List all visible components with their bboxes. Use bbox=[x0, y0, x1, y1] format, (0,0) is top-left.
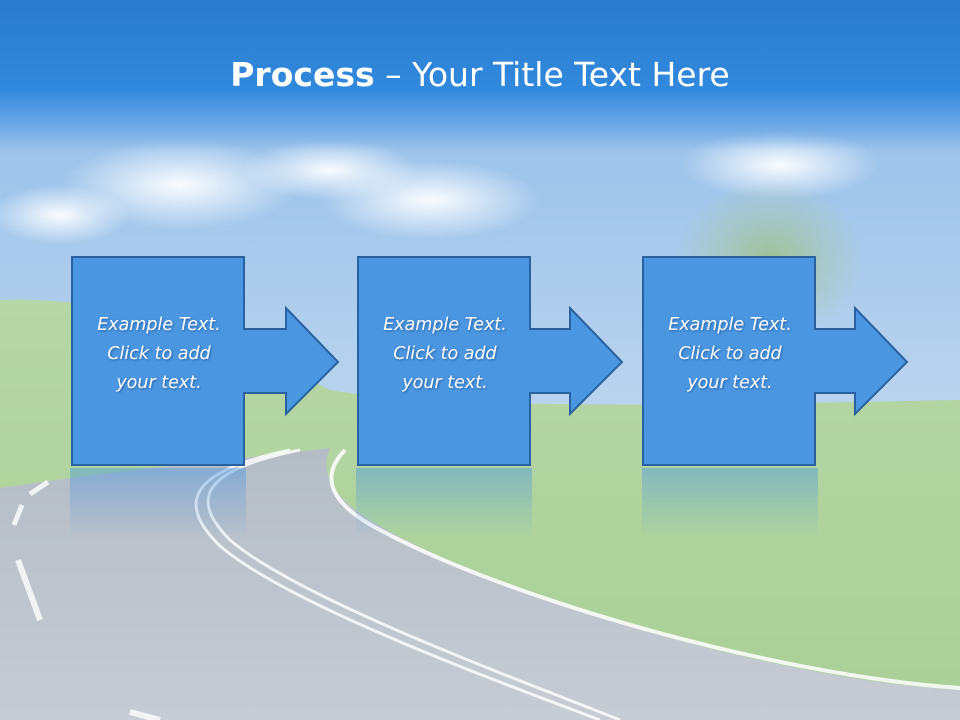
step-text: Example Text. Click to add your text. bbox=[73, 311, 245, 398]
step-text-line: Click to add bbox=[107, 344, 211, 364]
step-reflection bbox=[642, 468, 818, 538]
step-text-line: Click to add bbox=[393, 344, 497, 364]
arrow-box-shape bbox=[71, 256, 340, 466]
step-text-line: Example Text. bbox=[97, 315, 221, 335]
step-text: Example Text. Click to add your text. bbox=[359, 311, 531, 398]
arrow-box-shape bbox=[357, 256, 624, 466]
process-step-3[interactable]: Example Text. Click to add your text. bbox=[642, 256, 909, 468]
step-text-line: your text. bbox=[687, 373, 773, 393]
step-text-line: your text. bbox=[116, 373, 202, 393]
step-text-line: Example Text. bbox=[383, 315, 507, 335]
arrow-box-shape bbox=[642, 256, 909, 466]
step-reflection bbox=[356, 468, 532, 538]
step-text-line: Example Text. bbox=[668, 315, 792, 335]
slide-title[interactable]: Process – Your Title Text Here bbox=[0, 52, 960, 98]
step-text-line: Click to add bbox=[678, 344, 782, 364]
step-text: Example Text. Click to add your text. bbox=[644, 311, 816, 398]
process-step-2[interactable]: Example Text. Click to add your text. bbox=[357, 256, 624, 468]
title-rest: – Your Title Text Here bbox=[374, 55, 730, 94]
process-step-1[interactable]: Example Text. Click to add your text. bbox=[71, 256, 340, 468]
step-reflection bbox=[70, 468, 246, 538]
title-bold: Process bbox=[230, 55, 375, 94]
step-text-line: your text. bbox=[402, 373, 488, 393]
title-bar bbox=[0, 0, 960, 150]
